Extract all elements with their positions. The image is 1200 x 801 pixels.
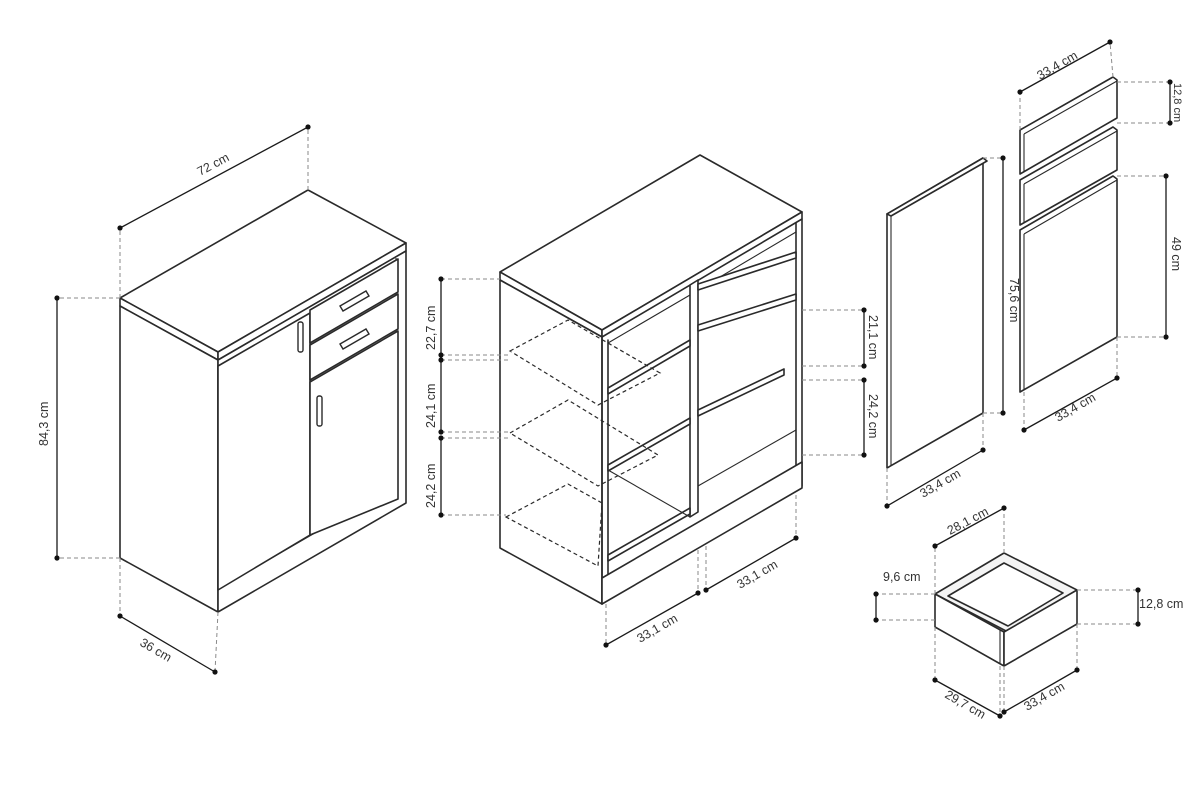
cabinet-left-side xyxy=(119,305,219,613)
door-handle-icon xyxy=(316,395,323,427)
door-height-label: 75,6 cm xyxy=(1007,278,1021,322)
shelf-gap-top-label: 22,7 cm xyxy=(424,306,438,350)
door-front xyxy=(886,157,984,469)
open-carcass: 22,7 cm 24,1 cm 24,2 cm 21,1 cm 24,2 cm … xyxy=(424,154,880,648)
right-shelf xyxy=(697,251,797,291)
compartment-width-right-label: 33,1 cm xyxy=(735,557,781,591)
drawer-inner-height-label: 9,6 cm xyxy=(883,570,921,584)
carcass-left-side xyxy=(499,279,603,605)
drawer-front-2 xyxy=(1019,126,1118,226)
right-shelf xyxy=(697,293,797,332)
drawer-front-width-label: 33,4 cm xyxy=(1022,679,1068,713)
drawer-front-height-label: 12,8 cm xyxy=(1171,83,1183,122)
right-gap-top-label: 21,1 cm xyxy=(866,315,880,359)
cabinet-width-label: 72 cm xyxy=(195,150,232,178)
right-lower-door xyxy=(309,330,399,536)
shelf-gap-bottom-label: 24,2 cm xyxy=(424,464,438,508)
assembled-cabinet: 72 cm 84,3 cm 36 cm xyxy=(37,124,407,675)
door-width-label: 33,4 cm xyxy=(918,466,964,500)
left-shelf xyxy=(607,417,691,472)
drawer-outer-height-label: 12,8 cm xyxy=(1139,597,1183,611)
drawer-inner-width-label: 28,1 cm xyxy=(945,504,991,537)
cabinet-depth-label: 36 cm xyxy=(138,635,174,664)
cabinet-height-label: 84,3 cm xyxy=(37,402,51,446)
drawer-depth-label: 29,7 cm xyxy=(943,687,989,721)
right-gap-bottom-label: 24,2 cm xyxy=(866,394,880,438)
shelf-gap-middle-label: 24,1 cm xyxy=(424,384,438,428)
door-handle-icon xyxy=(297,321,304,353)
carcass-plinth xyxy=(601,461,803,605)
front-width-top-label: 33,4 cm xyxy=(1035,48,1081,82)
drawer-handle-icon xyxy=(339,328,370,350)
door-panel: 75,6 cm 33,4 cm xyxy=(884,155,1021,509)
front-panels: 33,4 cm 12,8 cm 49 cm 33,4 cm xyxy=(1017,39,1183,433)
small-door xyxy=(1019,175,1118,393)
front-width-bottom-label: 33,4 cm xyxy=(1053,390,1099,424)
drawer-box: 28,1 cm 9,6 cm 12,8 cm 29,7 cm 33,4 cm xyxy=(873,504,1183,722)
left-shelf xyxy=(607,339,691,395)
right-shelf xyxy=(697,368,785,417)
center-divider xyxy=(689,279,699,518)
drawer-handle-icon xyxy=(339,290,370,312)
small-door-height-label: 49 cm xyxy=(1169,237,1183,271)
